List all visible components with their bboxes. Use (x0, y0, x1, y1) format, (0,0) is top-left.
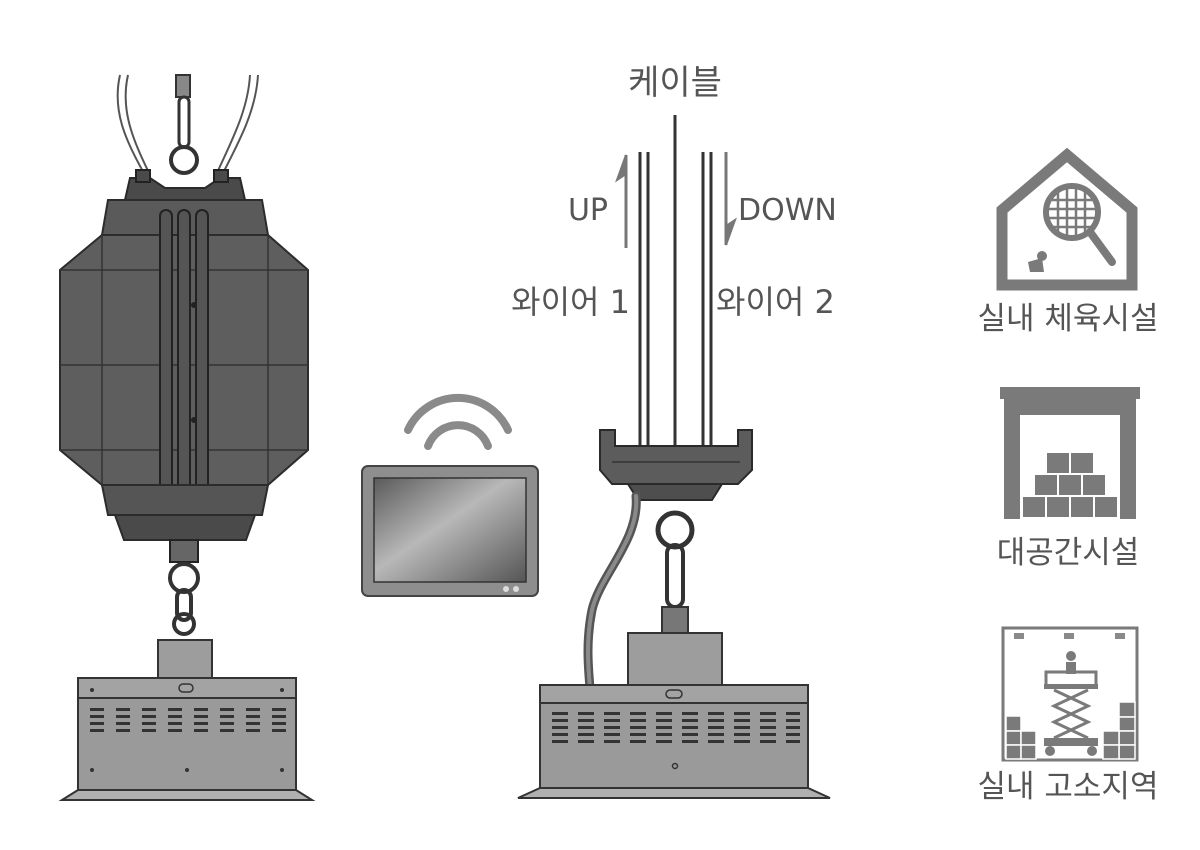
indoor-sports-facility-icon (996, 147, 1138, 291)
cable-label: 케이블 (628, 63, 722, 103)
speaker-hoist-illustration (58, 74, 316, 801)
wireless-tablet-illustration (361, 393, 539, 597)
wire-2-label: 와이어 2 (716, 283, 835, 321)
indoor-high-place-icon (1001, 626, 1139, 762)
up-label: UP (567, 193, 608, 228)
large-space-facility-caption: 대공간시설 (996, 535, 1140, 571)
indoor-sports-facility-caption: 실내 체육시설 (977, 301, 1159, 337)
down-label: DOWN (738, 193, 837, 228)
large-space-facility-icon (1000, 387, 1140, 519)
indoor-high-place-caption: 실내 고소지역 (977, 769, 1159, 805)
wire-1-label: 와이어 1 (511, 283, 630, 321)
wire-hoist-illustration (517, 115, 831, 799)
